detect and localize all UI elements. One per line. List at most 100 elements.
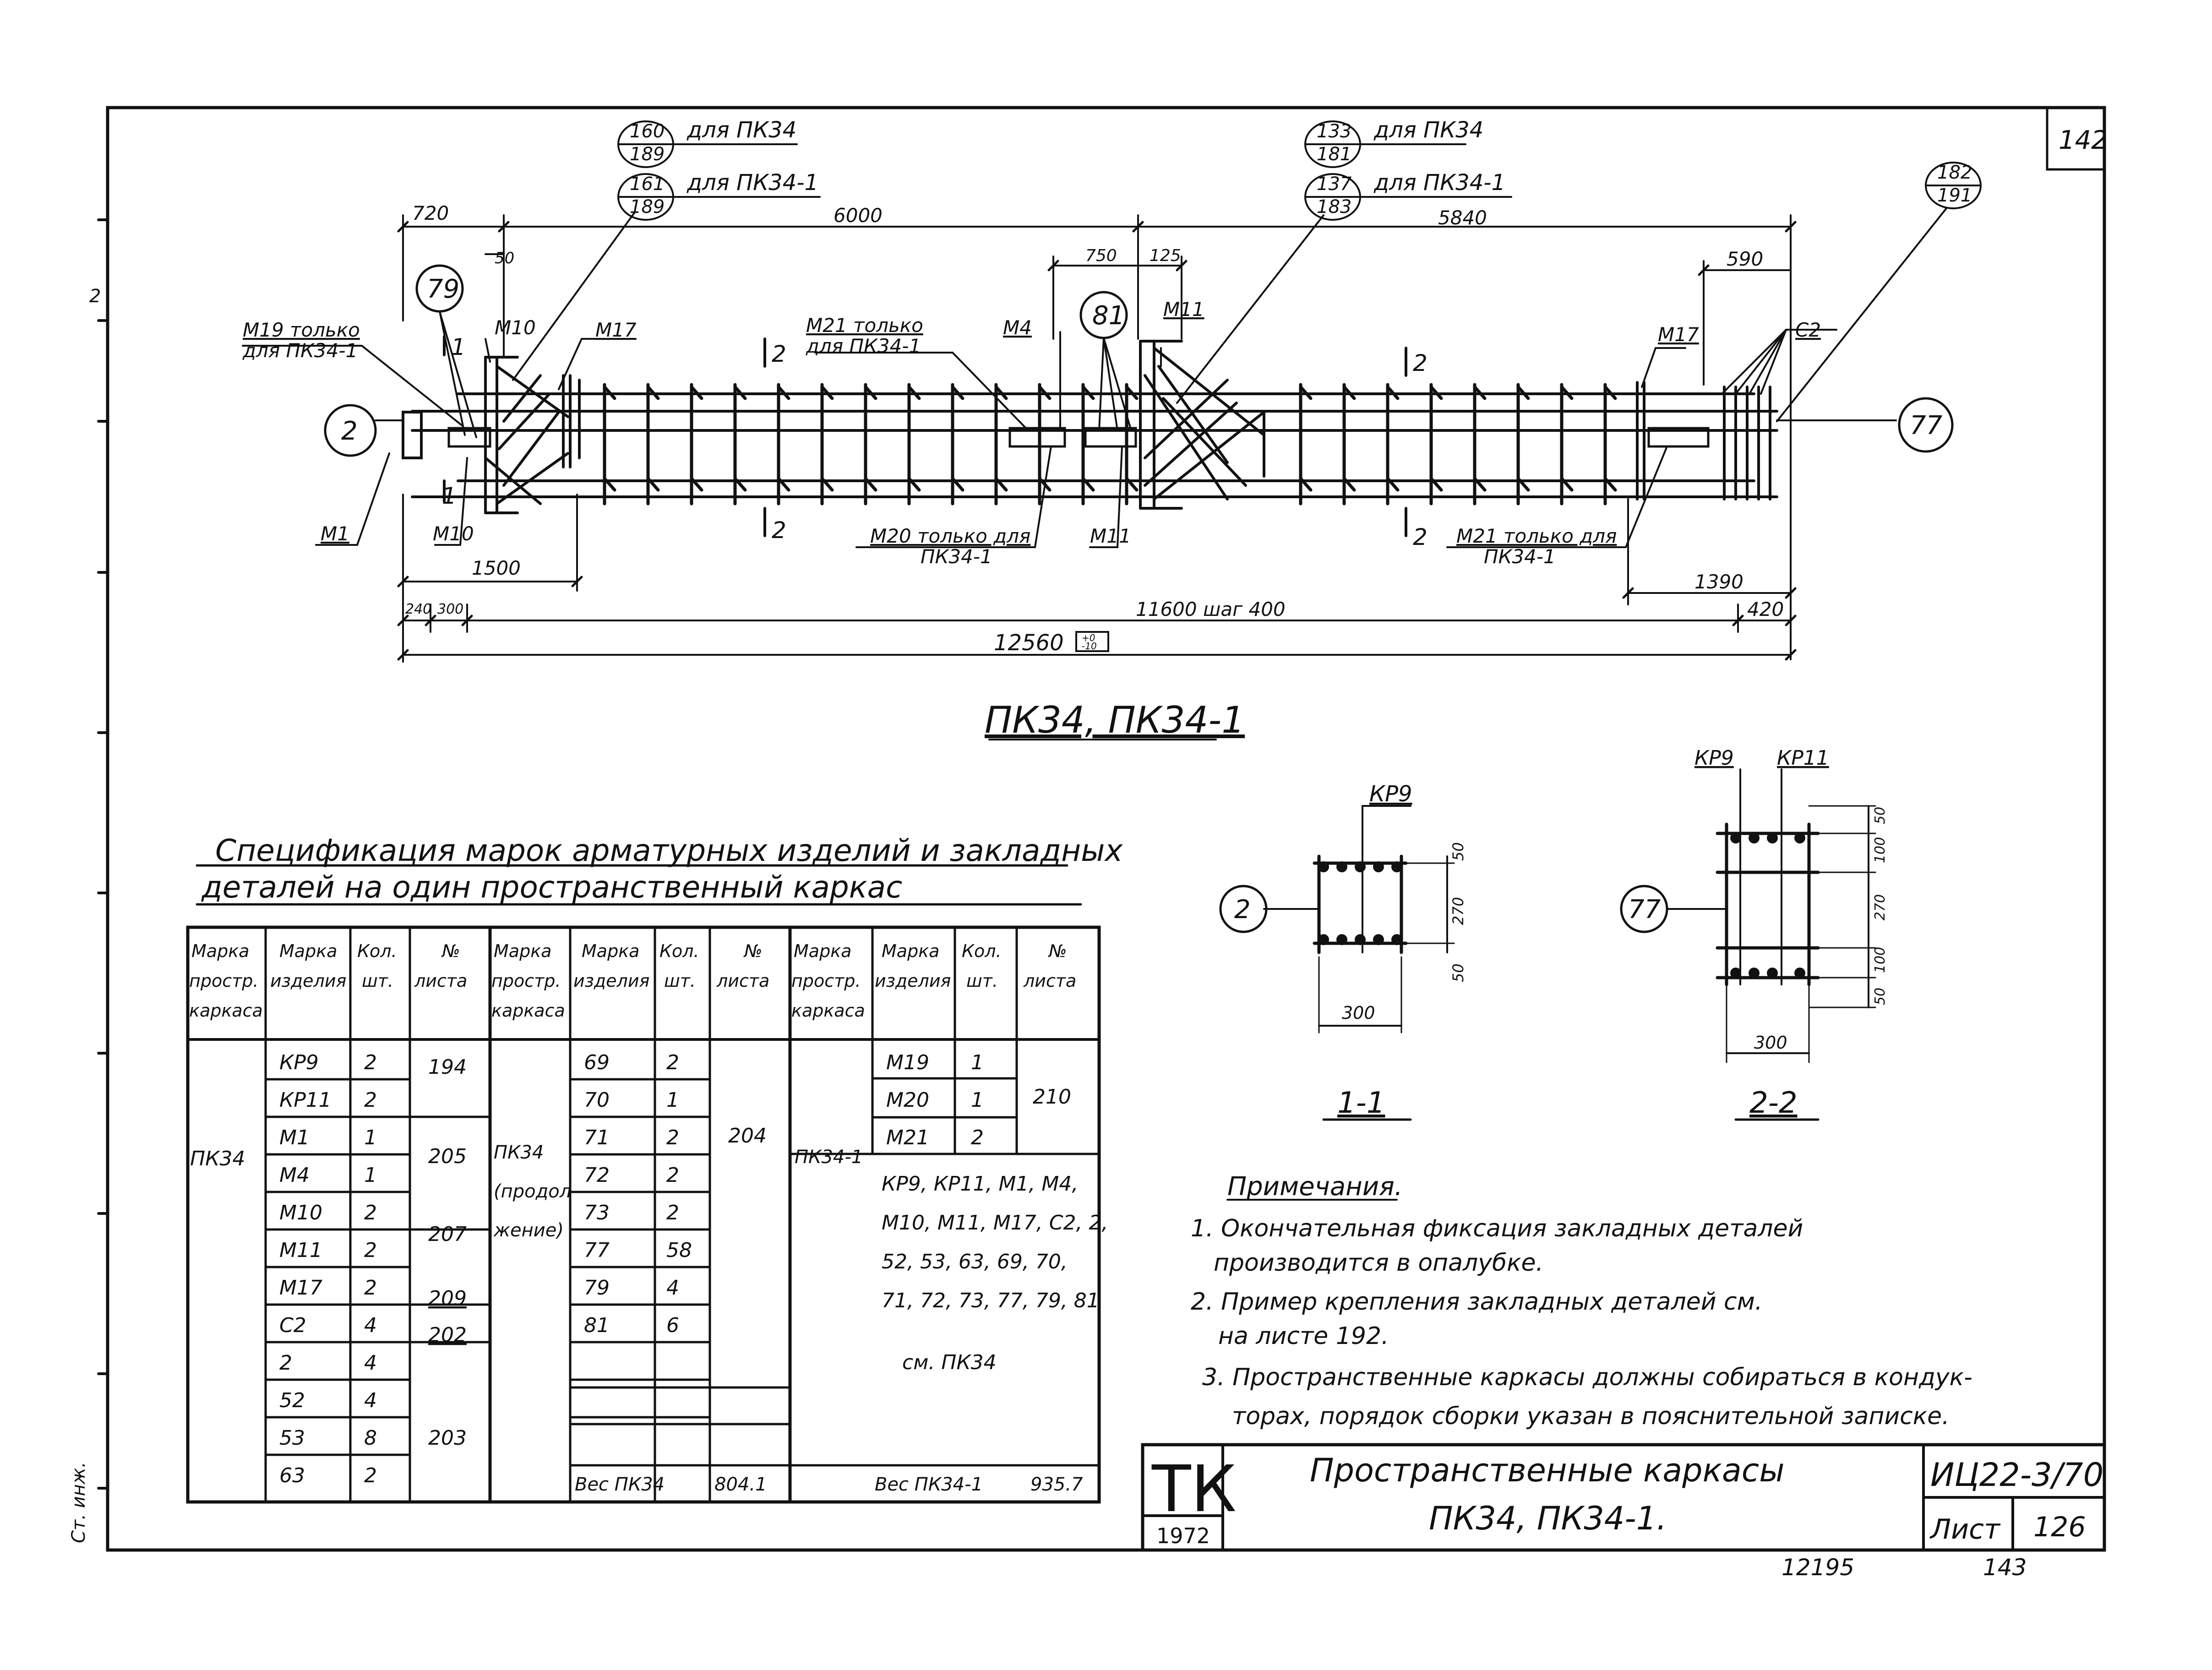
stirrup-hook — [1299, 477, 1313, 492]
g2-frame-b: (продол- — [494, 1181, 578, 1202]
header-item-mark-1: Марка — [279, 941, 337, 961]
stirrup-hook — [864, 385, 877, 400]
g3-note-2: М10, М11, М17, С2, 2, — [882, 1211, 1108, 1235]
stirrup-hook — [1429, 477, 1443, 492]
section-2-dim-270: 270 — [1872, 894, 1888, 920]
g2-item: 79 — [584, 1276, 610, 1300]
g2-item: 69 — [584, 1051, 610, 1074]
g1-item: М4 — [279, 1164, 310, 1187]
dim-50: 50 — [495, 249, 514, 267]
stirrup-hook — [907, 385, 921, 400]
header-qty-3: Кол. — [962, 941, 1002, 961]
header-frame-mark-2c: каркаса — [491, 1001, 565, 1021]
g2-weight-label: Вес ПК34 — [575, 1474, 665, 1495]
section-1-1 — [1219, 805, 1455, 1121]
dim-5840: 5840 — [1438, 207, 1487, 229]
section-1-circle: 2 — [1234, 895, 1251, 925]
g1-sheet-205: 205 — [428, 1145, 467, 1168]
g1-qty: 2 — [364, 1464, 377, 1487]
corner-box — [2046, 106, 2106, 171]
g1-sheet-194: 194 — [428, 1055, 467, 1079]
g2-qty: 2 — [666, 1126, 679, 1149]
section-mark-2b-top: 2 — [1413, 350, 1427, 376]
g1-qty: 4 — [364, 1314, 377, 1337]
g3-note-1: КР9, КР11, М1, М4, — [882, 1172, 1078, 1196]
label-m17-right: М17 — [1658, 323, 1699, 346]
stirrup-hook — [1081, 385, 1095, 400]
stirrup-hook — [733, 477, 747, 492]
stirrup-hook — [1603, 477, 1617, 492]
designation: ИЦ22-3/70 — [1930, 1456, 2103, 1494]
bottom-note-1: 12195 — [1782, 1554, 1854, 1581]
section-mark-2b-bottom: 2 — [1413, 524, 1427, 550]
section-2-dim-300: 300 — [1754, 1033, 1787, 1053]
g1-sheet-202: 202 — [428, 1323, 467, 1347]
g2-qty: 4 — [666, 1276, 679, 1300]
stirrup-hook — [1342, 385, 1356, 400]
g1-qty: 2 — [364, 1051, 377, 1074]
sheet-frame — [106, 106, 2106, 1552]
label-m4: М4 — [1003, 316, 1032, 339]
label-m17-left: М17 — [595, 319, 637, 341]
label-c2: С2 — [1795, 319, 1821, 341]
callout-4-text: для ПК34-1 — [1373, 170, 1505, 196]
stirrup-hook — [1473, 385, 1487, 400]
stirrup-hook — [951, 477, 964, 492]
header-qty-2: Кол. — [659, 941, 699, 961]
g2-frame-a: ПК34 — [494, 1142, 544, 1163]
section-1-kr9: КР9 — [1369, 781, 1412, 807]
section-mark-1-bottom: 1 — [442, 483, 457, 509]
header-item-mark-3b: изделия — [875, 971, 951, 991]
g3-frame: ПК34-1 — [795, 1147, 863, 1168]
dim-1390: 1390 — [1694, 571, 1743, 593]
stirrup-hook — [603, 477, 616, 492]
stirrup-hook — [690, 385, 703, 400]
note-2a: 2. Пример крепления закладных деталей см… — [1191, 1288, 1762, 1316]
g1-qty: 4 — [364, 1389, 377, 1412]
section-2-dim-100a: 100 — [1872, 837, 1888, 863]
header-frame-mark-3c: каркаса — [791, 1001, 865, 1021]
list-label: Лист — [1929, 1513, 2001, 1545]
g3-item: М20 — [886, 1088, 929, 1112]
g1-qty: 2 — [364, 1201, 377, 1224]
callout-1-text: для ПК34 — [686, 117, 796, 143]
header-item-mark-1b: изделия — [270, 971, 346, 991]
stirrup-hook — [1603, 385, 1617, 400]
stirrup-hook — [820, 477, 834, 492]
header-frame-mark-1c: каркаса — [189, 1001, 263, 1021]
dim-6000: 6000 — [834, 204, 883, 227]
g3-item: М19 — [886, 1051, 929, 1074]
dim-11600: 11600 шаг 400 — [1136, 598, 1286, 620]
callout-4-top: 137 — [1317, 174, 1352, 195]
header-item-mark-3: Марка — [882, 941, 939, 961]
section-2-kr11: КР11 — [1777, 746, 1829, 770]
header-sheet-2: № — [743, 941, 763, 961]
left-edge-number: 2 — [89, 286, 101, 307]
g1-qty: 1 — [364, 1164, 377, 1187]
elevation-view — [242, 207, 1954, 548]
header-item-mark-2b: изделия — [573, 971, 649, 991]
section-2-dim-50a: 50 — [1872, 807, 1888, 824]
circle-left-end: 2 — [341, 416, 358, 446]
dim-tolerance-top: +0 — [1082, 632, 1095, 643]
stirrup-hook — [1342, 477, 1356, 492]
list-number: 126 — [2033, 1511, 2086, 1543]
spec-title-line1: Спецификация марок арматурных изделий и … — [215, 833, 1123, 868]
dim-240: 240 — [405, 601, 431, 617]
stirrup-hook — [1560, 385, 1574, 400]
note-2b: на листе 192. — [1218, 1322, 1389, 1350]
section-1-title: 1-1 — [1337, 1086, 1385, 1120]
g1-qty: 1 — [364, 1126, 377, 1149]
note-1b: производится в опалубке. — [1214, 1249, 1543, 1277]
callout-3-bottom: 181 — [1317, 144, 1351, 165]
section-2-2 — [1620, 768, 1876, 1121]
header-frame-mark-3: Марка — [794, 941, 851, 961]
g1-qty: 2 — [364, 1276, 377, 1300]
g1-item: М10 — [279, 1201, 322, 1224]
corner-number: 142 — [2059, 125, 2108, 155]
circle-mark-81: 81 — [1092, 301, 1125, 331]
stirrup-hook — [1386, 477, 1400, 492]
g3-qty: 1 — [971, 1051, 984, 1074]
g3-weight: 935.7 — [1030, 1474, 1083, 1495]
